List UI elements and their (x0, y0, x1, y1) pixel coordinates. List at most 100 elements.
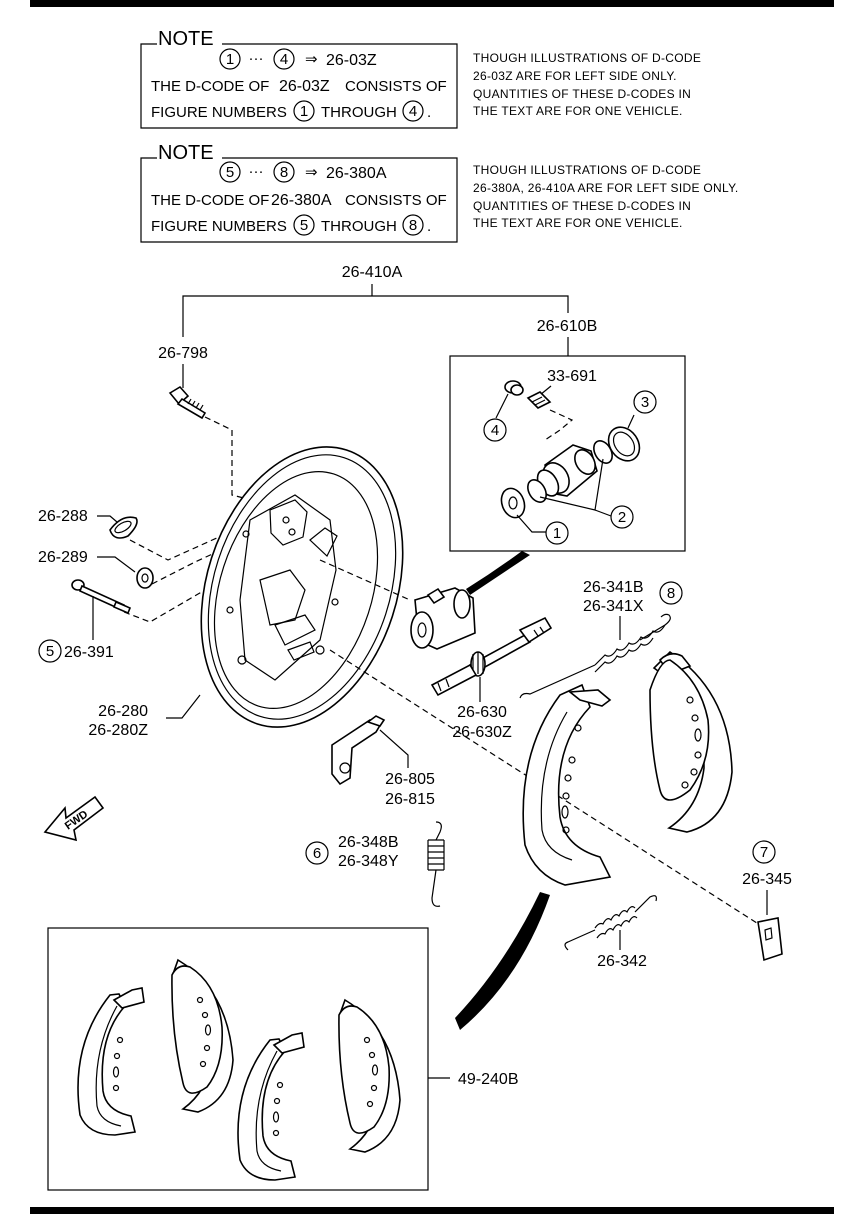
top-rule (30, 0, 834, 7)
note-1-line3-mid: THROUGH (321, 104, 397, 121)
brake-shoe-rear (649, 650, 733, 833)
note-2-from-number: 5 (300, 217, 308, 234)
shoe-set-box (47, 927, 429, 1191)
label-26-288: 26-288 (38, 508, 88, 525)
note-2-range-start: 5 (226, 164, 234, 181)
note-1-to-number: 4 (409, 103, 417, 120)
svg-text:.: . (427, 218, 431, 235)
label-26-630: 26-630 (457, 704, 507, 721)
boot (500, 487, 526, 519)
note-2-side-line-3: QUANTITIES OF THESE D-CODES IN (473, 199, 691, 213)
note-1-side-line-3: QUANTITIES OF THESE D-CODES IN (473, 87, 691, 101)
note-2-line2-code: 26-380A (271, 192, 332, 209)
bleeder-cap (504, 380, 524, 396)
note-2-range-end: 8 (280, 164, 288, 181)
callout-4: 4 (491, 422, 499, 439)
hold-down-spring (427, 821, 445, 907)
piston-seal (527, 479, 547, 503)
note-1-arrow: ⇒ (305, 51, 318, 68)
note-2-line3-mid: THROUGH (321, 218, 397, 235)
clip-26-345 (757, 917, 783, 962)
wheel-cylinder (410, 587, 476, 650)
callout-7: 7 (760, 844, 768, 861)
note-box-2: NOTE 5 ··· 8 ⇒ 26-380A THE D-CODE OF 26-… (140, 142, 458, 243)
note-2-line2-suffix: CONSISTS OF (345, 192, 447, 209)
label-26-610b: 26-610B (537, 318, 598, 335)
note-2-ellipsis: ··· (249, 163, 264, 180)
shoe-set-shoe-3 (237, 1032, 305, 1181)
label-26-630z: 26-630Z (452, 724, 512, 741)
note-1-line2-suffix: CONSISTS OF (345, 78, 447, 95)
note-1-range-end: 4 (280, 51, 288, 68)
label-26-280z: 26-280Z (88, 722, 148, 739)
note-1-line2-prefix: THE D-CODE OF (151, 78, 269, 95)
shoe-set-shoe-1 (77, 987, 145, 1136)
callout-6: 6 (313, 845, 321, 862)
lower-spring (564, 895, 657, 951)
note-1-side-line-1: THOUGH ILLUSTRATIONS OF D-CODE (473, 51, 701, 65)
note-1-side-line-4: THE TEXT ARE FOR ONE VEHICLE. (473, 104, 683, 118)
note-2-arrow: ⇒ (305, 164, 318, 181)
fwd-arrow: FWD (43, 795, 105, 842)
backing-plate (200, 446, 404, 728)
label-26-391: 26-391 (64, 644, 114, 661)
cap-26-288 (109, 516, 138, 539)
axis-line-upper (319, 559, 411, 601)
pin-26-391 (71, 579, 132, 615)
note-heading-1: NOTE (158, 28, 214, 50)
note-1-code: 26-03Z (326, 52, 377, 69)
assembly-bracket (182, 295, 569, 337)
boot-right (607, 426, 641, 462)
label-26-341x: 26-341X (583, 598, 644, 615)
note-2-code: 26-380A (326, 165, 387, 182)
note-1-side-line-2: 26-03Z ARE FOR LEFT SIDE ONLY. (473, 69, 677, 83)
kit-arrow (466, 551, 530, 595)
parking-lever (331, 715, 386, 786)
callout-3: 3 (641, 394, 649, 411)
shoe-set-shoe-4 (338, 998, 401, 1153)
label-26-798: 26-798 (158, 345, 208, 362)
label-26-815: 26-815 (385, 791, 435, 808)
callout-5: 5 (46, 643, 54, 660)
note-box-1: NOTE 1 ··· 4 ⇒ 26-03Z THE D-CODE OF 26-0… (140, 28, 458, 129)
label-26-348b: 26-348B (338, 834, 399, 851)
note-1-line2-code: 26-03Z (279, 78, 330, 95)
note-1-line3-prefix: FIGURE NUMBERS (151, 104, 287, 121)
shoe-set-shoe-2 (171, 958, 234, 1113)
note-1-from-number: 1 (300, 103, 308, 120)
note-2-line2-prefix: THE D-CODE OF (151, 192, 269, 209)
label-26-410a: 26-410A (342, 264, 403, 281)
note-2-side-line-1: THOUGH ILLUSTRATIONS OF D-CODE (473, 163, 701, 177)
shoe-set-arrow (455, 892, 550, 1030)
bleeder-screw (526, 391, 552, 409)
bottom-rule (30, 1207, 834, 1214)
bolt-part (168, 385, 207, 420)
note-1-range-start: 1 (226, 51, 234, 68)
note-heading-2: NOTE (158, 142, 214, 164)
label-26-345: 26-345 (742, 871, 792, 888)
washer-26-289 (136, 567, 154, 589)
note-side-1: THOUGH ILLUSTRATIONS OF D-CODE 26-03Z AR… (473, 51, 701, 118)
label-26-280: 26-280 (98, 703, 148, 720)
label-26-289: 26-289 (38, 549, 88, 566)
svg-text:.: . (427, 104, 431, 121)
callout-1: 1 (553, 525, 561, 542)
label-26-348y: 26-348Y (338, 853, 399, 870)
label-26-805: 26-805 (385, 771, 435, 788)
note-side-2: THOUGH ILLUSTRATIONS OF D-CODE 26-380A, … (473, 163, 738, 230)
note-1-ellipsis: ··· (249, 50, 264, 67)
callout-8: 8 (667, 585, 675, 602)
label-33-691: 33-691 (547, 368, 597, 385)
upper-spring (519, 613, 671, 699)
label-26-342: 26-342 (597, 953, 647, 970)
cylinder-kit-box (449, 355, 686, 552)
adjuster (430, 616, 553, 697)
note-2-side-line-4: THE TEXT ARE FOR ONE VEHICLE. (473, 216, 683, 230)
label-49-240b: 49-240B (458, 1071, 519, 1088)
note-2-side-line-2: 26-380A, 26-410A ARE FOR LEFT SIDE ONLY. (473, 181, 738, 195)
callout-2: 2 (618, 509, 626, 526)
note-2-line3-prefix: FIGURE NUMBERS (151, 218, 287, 235)
note-2-to-number: 8 (409, 217, 417, 234)
label-26-341b: 26-341B (583, 579, 644, 596)
